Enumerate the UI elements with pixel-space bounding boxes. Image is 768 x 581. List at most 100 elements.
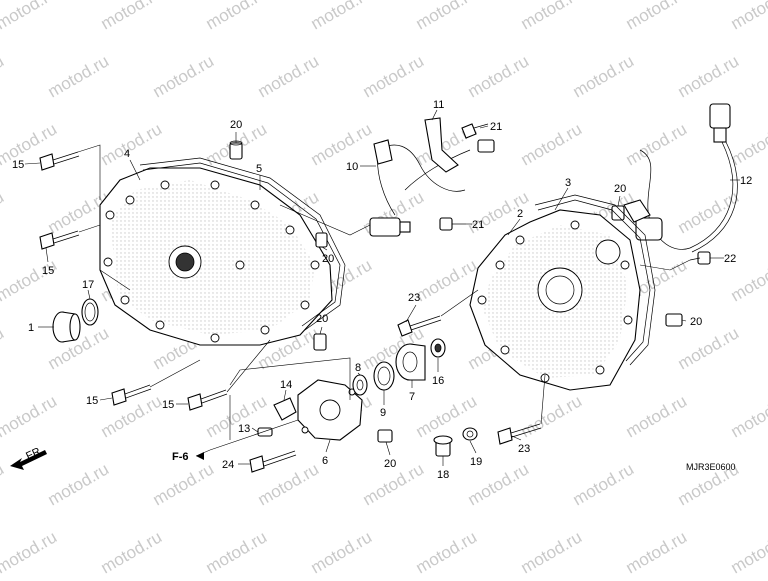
washer-part-19 — [463, 428, 477, 440]
watermark-text: motod.ru — [45, 51, 113, 101]
watermark-text: motod.ru — [570, 51, 638, 101]
callout-19: 19 — [470, 456, 482, 468]
watermark-text: motod.ru — [203, 527, 271, 576]
callout-20-c: 20 — [316, 313, 328, 325]
bolt-24 — [250, 451, 296, 472]
watermark-text: motod.ru — [570, 459, 638, 509]
bolt-15-d — [188, 390, 227, 410]
housing-part-6 — [298, 380, 362, 440]
bearing-part-7 — [396, 344, 425, 380]
plug-part-18 — [434, 436, 452, 456]
callout-12: 12 — [740, 175, 752, 187]
callout-20-a: 20 — [230, 119, 242, 131]
watermark-text: motod.ru — [518, 527, 586, 576]
callout-17: 17 — [82, 279, 94, 291]
oring-part-17 — [82, 299, 98, 325]
watermark-text: motod.ru — [728, 0, 768, 33]
watermark-text: motod.ru — [728, 119, 768, 169]
left-cover-part-4 — [100, 168, 332, 345]
watermark-text: motod.ru — [623, 527, 691, 576]
watermark-text: motod.ru — [0, 0, 60, 33]
reference-arrow-icon — [196, 452, 204, 460]
callout-13: 13 — [238, 423, 250, 435]
callout-20-b: 20 — [322, 253, 334, 265]
callout-15-b: 15 — [42, 265, 54, 277]
watermark-text: motod.ru — [413, 527, 481, 576]
watermark-text: motod.ru — [518, 391, 586, 441]
dowel-20-a — [230, 141, 242, 159]
watermark-text: motod.ru — [308, 119, 376, 169]
watermark-text: motod.ru — [308, 527, 376, 576]
watermark-text: motod.ru — [150, 459, 218, 509]
callout-16: 16 — [432, 375, 444, 387]
callout-15-c: 15 — [86, 395, 98, 407]
watermark-text: motod.ru — [675, 51, 743, 101]
watermark-text: motod.ru — [465, 51, 533, 101]
watermark-text: motod.ru — [0, 391, 60, 441]
watermark-text: motod.ru — [0, 459, 7, 509]
watermark-text: motod.ru — [413, 255, 481, 305]
dowel-20-b — [316, 233, 327, 247]
callout-10: 10 — [346, 161, 358, 173]
callout-23-a: 23 — [408, 292, 420, 304]
watermark-text: motod.ru — [675, 323, 743, 373]
callout-15-d: 15 — [162, 399, 174, 411]
pin-part-13 — [258, 428, 272, 436]
watermark-text: motod.ru — [518, 0, 586, 33]
watermark-text: motod.ru — [255, 51, 323, 101]
watermark-text: motod.ru — [45, 459, 113, 509]
dowel-20-f — [378, 430, 392, 442]
plug-part-1 — [53, 312, 80, 342]
callout-20-f: 20 — [384, 458, 396, 470]
watermark-text: motod.ru — [255, 459, 323, 509]
direction-label: FR. — [24, 444, 45, 462]
watermark-text: motod.ru — [98, 527, 166, 576]
bolt-22 — [690, 252, 710, 264]
callout-22: 22 — [724, 253, 736, 265]
watermark-text: motod.ru — [413, 0, 481, 33]
watermark-text: motod.ru — [308, 0, 376, 33]
callout-18: 18 — [437, 469, 449, 481]
callout-23-b: 23 — [518, 443, 530, 455]
seal-part-9 — [374, 362, 394, 390]
callout-15-a: 15 — [12, 159, 24, 171]
seal-part-8 — [353, 375, 367, 395]
callout-7: 7 — [409, 391, 415, 403]
callout-21-b: 21 — [472, 219, 484, 231]
callout-3: 3 — [565, 177, 571, 189]
watermark-text: motod.ru — [0, 527, 60, 576]
watermark-text: motod.ru — [623, 119, 691, 169]
callout-9: 9 — [380, 407, 386, 419]
callout-20-e: 20 — [690, 316, 702, 328]
clip-part-14 — [274, 398, 296, 420]
callout-6: 6 — [322, 455, 328, 467]
watermark-text: motod.ru — [728, 391, 768, 441]
bushing-part-16 — [431, 339, 445, 357]
watermark-text: motod.ru — [0, 255, 60, 305]
callout-21-a: 21 — [490, 121, 502, 133]
watermark-text: motod.ru — [0, 51, 7, 101]
watermark-text: motod.ru — [203, 0, 271, 33]
callout-14: 14 — [280, 379, 292, 391]
callout-20-d: 20 — [614, 183, 626, 195]
bolt-15-a — [40, 152, 79, 170]
callout-24: 24 — [222, 459, 234, 471]
right-cover-part-2 — [470, 210, 640, 390]
front-direction-arrow: FR. — [10, 444, 47, 470]
callout-1: 1 — [28, 322, 34, 334]
watermark-text: motod.ru — [0, 187, 7, 237]
callout-11: 11 — [433, 99, 444, 111]
callout-2: 2 — [517, 208, 523, 220]
watermark-text: motod.ru — [98, 0, 166, 33]
dowel-20-e — [666, 314, 682, 326]
callout-5: 5 — [256, 163, 262, 175]
watermark-text: motod.ru — [150, 51, 218, 101]
dowel-20-c — [314, 334, 326, 350]
watermark-text: motod.ru — [728, 527, 768, 576]
diagram-code: MJR3E0600 — [686, 462, 736, 472]
watermark-text: motod.ru — [623, 391, 691, 441]
watermark-text: motod.ru — [0, 323, 7, 373]
callout-4: 4 — [124, 148, 130, 160]
